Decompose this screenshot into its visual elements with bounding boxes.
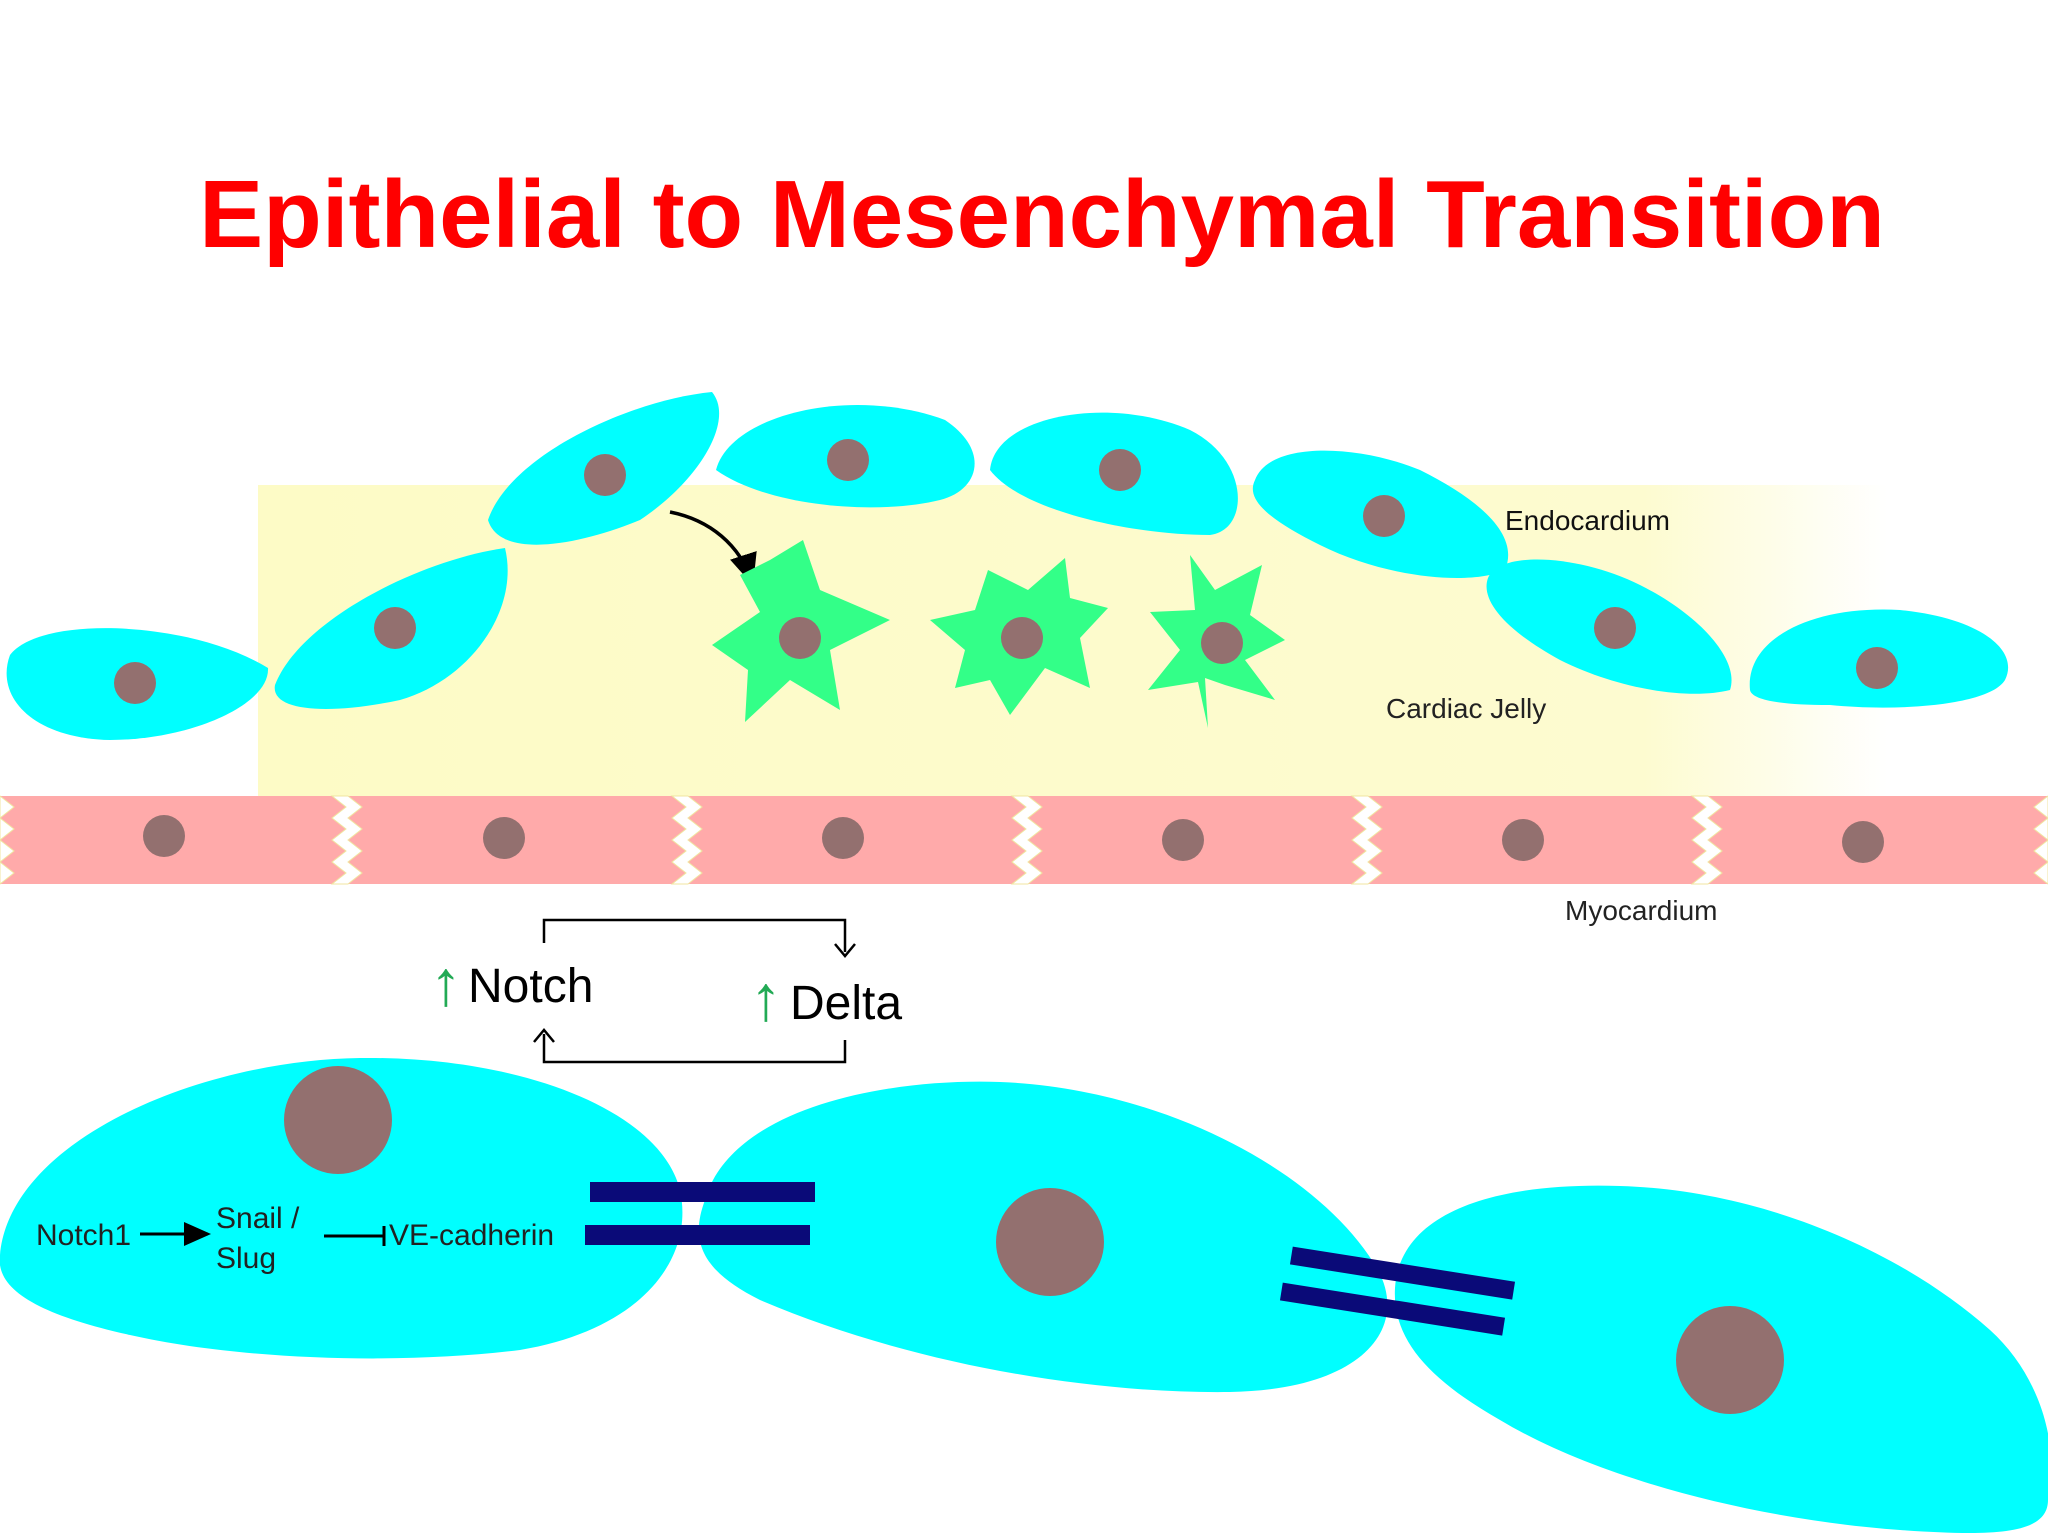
loop-arrowhead-top [834, 943, 856, 958]
junction-bar [1279, 1282, 1506, 1336]
label-notch1: Notch1 [36, 1219, 131, 1252]
notch1-pathway: Notch1 Snail / Slug VE-cadherin [36, 1202, 554, 1275]
enlarged-endothelial-cells [0, 1057, 2048, 1533]
endocardium-cells [6, 392, 2009, 740]
junction-bar [590, 1182, 815, 1202]
enlarged-cell-right [1394, 1185, 2048, 1533]
endocardial-cell [716, 404, 975, 508]
mesenchymal-cell [712, 540, 890, 722]
myocardium-nuclei [143, 815, 1884, 863]
endocardial-cell [1252, 450, 1509, 578]
junction-bar [585, 1225, 810, 1245]
delta-up-arrow: ↑ [750, 962, 782, 1034]
myocardium-cell-junctions [0, 795, 2048, 885]
notch-up-arrow: ↑ [430, 947, 462, 1019]
endocardial-cell [990, 412, 1238, 535]
label-ve-cadherin: VE-cadherin [389, 1219, 554, 1252]
label-slug: Slug [216, 1242, 276, 1275]
mesenchymal-cell [1148, 555, 1285, 728]
mesenchymal-cell [930, 558, 1108, 715]
enlarged-cell-left [0, 1057, 683, 1359]
label-snail: Snail / [216, 1202, 300, 1235]
myocardium-layer [0, 795, 2048, 885]
label-myocardium: Myocardium [1565, 895, 1717, 926]
enlarged-cell-middle [698, 1081, 1388, 1393]
endocardial-cell [488, 392, 720, 545]
label-notch: Notch [468, 960, 593, 1013]
loop-arrow-bottom [542, 1034, 847, 1064]
label-endocardium: Endocardium [1505, 505, 1670, 536]
endocardial-cell [1486, 559, 1732, 694]
ve-cadherin-junctions [585, 1182, 1516, 1336]
endocardial-cell [1749, 609, 2009, 708]
slide-title: Epithelial to Mesenchymal Transition [199, 161, 1885, 268]
label-delta: Delta [790, 977, 902, 1030]
junction-bar [1289, 1246, 1516, 1300]
migration-arrow [669, 510, 757, 586]
notch-delta-loop: ↑ Notch ↑ Delta [430, 918, 902, 1064]
loop-arrow-top [542, 918, 847, 952]
endocardial-cell [274, 548, 508, 709]
label-cardiac-jelly: Cardiac Jelly [1386, 693, 1546, 724]
loop-arrowhead-bottom [533, 1028, 555, 1043]
mesenchymal-cells [712, 540, 1285, 728]
endocardial-cell [6, 628, 269, 740]
